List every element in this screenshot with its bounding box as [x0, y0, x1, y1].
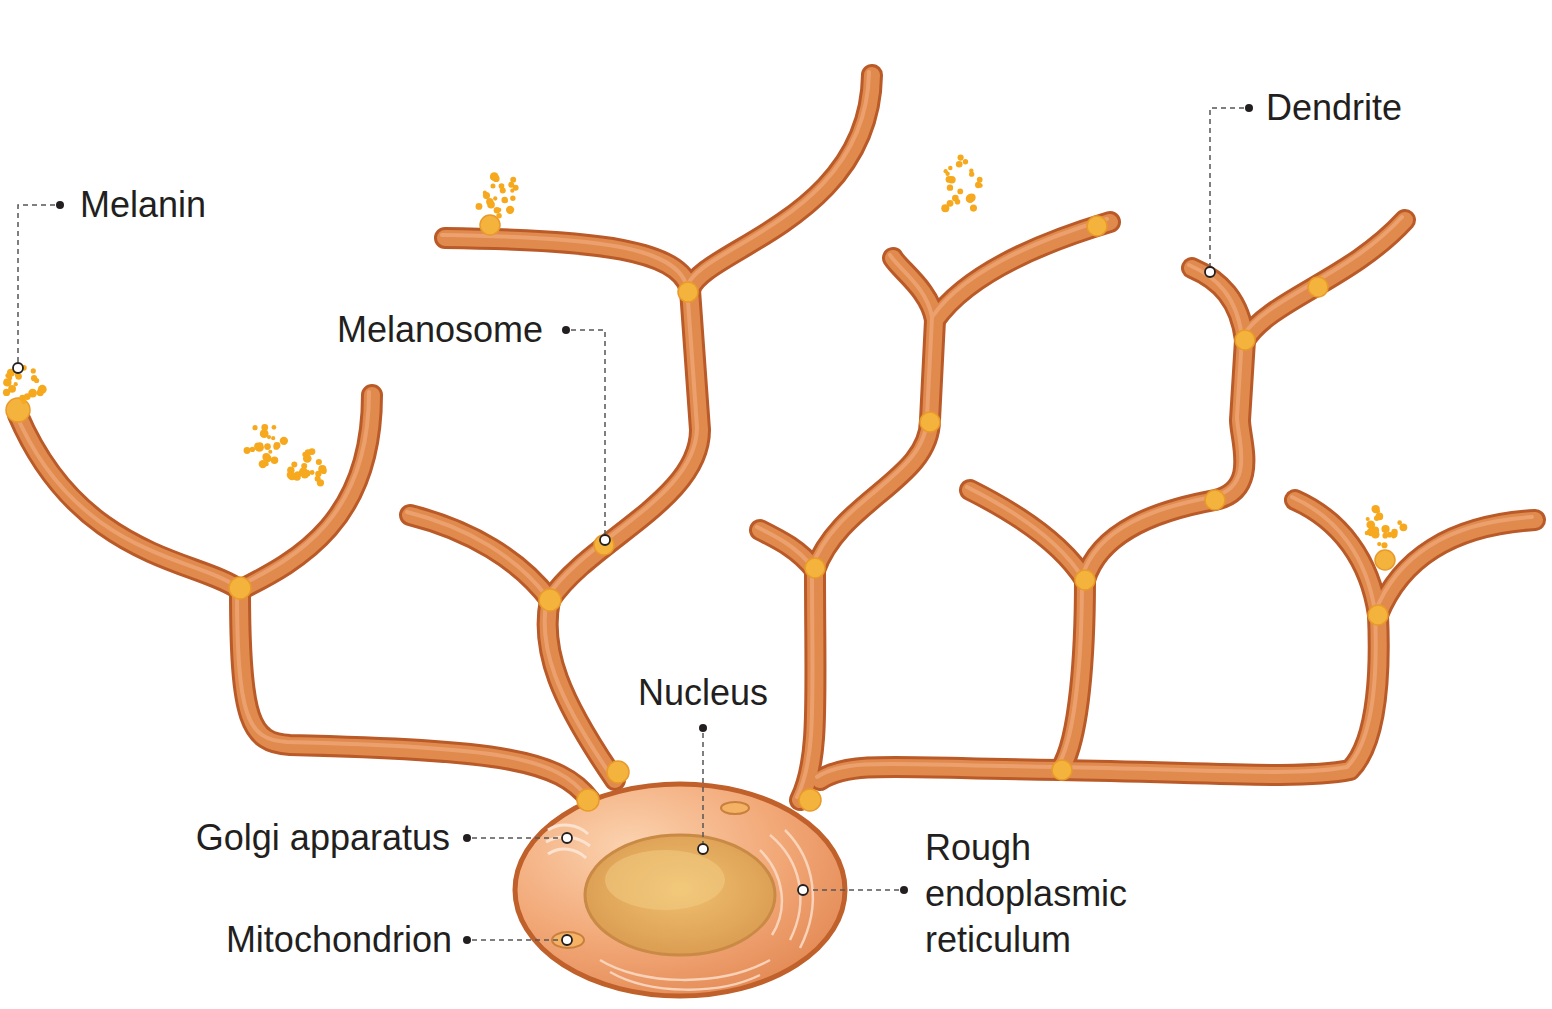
melanin-granule [320, 467, 325, 472]
melanin-granule [264, 443, 271, 450]
melanin-granule [24, 393, 31, 400]
melanin-granule [21, 399, 26, 404]
melanin-granule [970, 205, 977, 212]
melanin-granule [490, 184, 495, 189]
melanin-granule [487, 201, 495, 209]
melanin-granule [1391, 534, 1396, 539]
melanin-granule [501, 197, 507, 203]
melanin-granule [513, 185, 519, 191]
melanin-granule [497, 208, 501, 212]
melanin-granule [483, 192, 490, 199]
melanin-granule [257, 443, 263, 449]
melanin-granule [496, 213, 502, 219]
melanin-granule [943, 169, 947, 173]
melanin-granule [500, 187, 506, 193]
melanin-granule [31, 375, 37, 381]
melanin-granule [14, 382, 18, 386]
melanosomes [6, 215, 1395, 811]
melanin-granule [288, 473, 296, 481]
melanin-granule [317, 479, 324, 486]
melanin-granule [952, 195, 959, 202]
melanin-granule [1381, 542, 1387, 548]
melanin-granule [1376, 513, 1384, 521]
cell-body [515, 784, 845, 996]
melanin-granule [957, 189, 963, 195]
nucleus-label: Nucleus [638, 670, 768, 716]
melanin-granule [31, 368, 36, 373]
melanin-granule [268, 450, 272, 454]
melanin-granule [941, 204, 949, 212]
melanin-granule [493, 196, 497, 200]
melanin-granule [490, 172, 499, 181]
mitochondrion [721, 802, 749, 814]
melanin-granule [254, 443, 262, 451]
melanin-granule [1365, 531, 1370, 536]
melanin-granule [305, 449, 312, 456]
leader-dots [56, 104, 1253, 944]
melanin-granule [506, 206, 514, 214]
melanin-granule [316, 459, 322, 465]
melanin-label: Melanin [80, 182, 206, 228]
melanin-granule [957, 154, 963, 160]
melanin-granule [476, 203, 483, 210]
melanin-granule [315, 471, 321, 477]
melanin-granule [947, 184, 953, 190]
melanin-granule [244, 447, 251, 454]
melanin-granule [267, 435, 271, 439]
melanin-granule [946, 176, 953, 183]
melanin-granule [271, 457, 278, 464]
golgi-label: Golgi apparatus [196, 815, 450, 861]
melanin-granule [1369, 526, 1374, 531]
rough-er-label: Rough endoplasmic reticulum [925, 825, 1155, 963]
melanin-granule [1377, 542, 1381, 546]
dendrite-label: Dendrite [1266, 85, 1402, 131]
melanin-granule [38, 391, 43, 396]
melanin-granule [978, 183, 982, 187]
melanin-granule [262, 453, 270, 461]
melanin-granule [1371, 505, 1379, 513]
melanin-granule [956, 161, 963, 168]
melanin-granule [510, 177, 516, 183]
golgi-apparatus [546, 825, 590, 858]
melanin-granule [252, 425, 257, 430]
melanin-granule [1366, 517, 1370, 521]
melanin-granule [510, 196, 515, 201]
dendrites [15, 72, 1535, 800]
melanin-granule [969, 172, 974, 177]
melanosome-label: Melanosome [337, 307, 543, 353]
melanin-granule [274, 442, 281, 449]
melanin-granule [287, 471, 295, 479]
leader-lines [18, 108, 1244, 940]
melanin-granules [3, 154, 1407, 548]
melanin-granule [1381, 525, 1389, 533]
melanin-granule [3, 389, 10, 396]
melanin-granule [948, 166, 952, 170]
melanin-granule [503, 198, 508, 203]
melanin-granule [255, 443, 264, 452]
melanin-granule [1397, 520, 1402, 525]
melanin-granule [299, 468, 308, 477]
melanin-granule [977, 177, 983, 183]
melanin-granule [258, 442, 263, 447]
melanin-granule [966, 194, 975, 203]
melanin-granule [271, 436, 275, 440]
melanin-granule [272, 425, 277, 430]
mitochondrion-label: Mitochondrion [226, 917, 452, 963]
melanin-granule [3, 378, 11, 386]
melanin-granule [280, 437, 288, 445]
melanin-granule [291, 462, 297, 468]
leader-ends [13, 267, 1215, 945]
melanin-granule [963, 159, 968, 164]
